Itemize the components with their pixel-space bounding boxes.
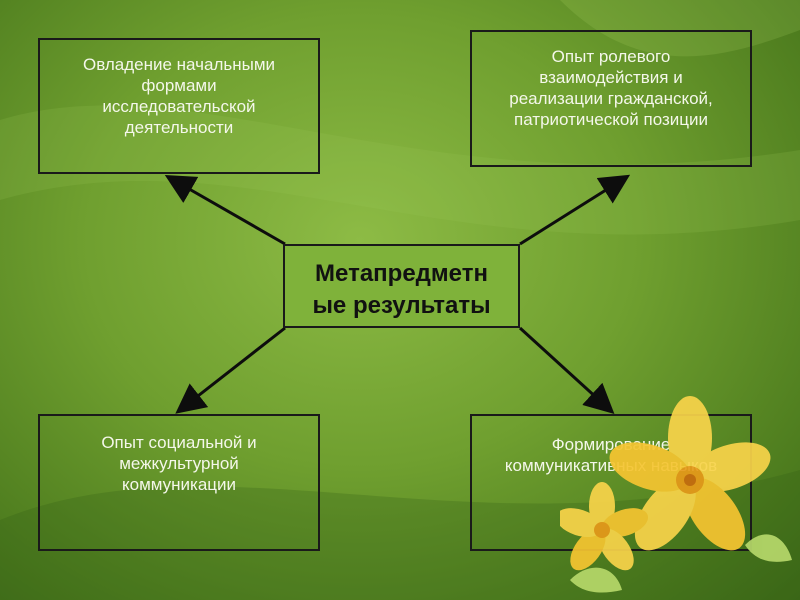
arrow-top-right [519,174,631,246]
center-box: Метапредметн ые результаты [283,244,520,328]
box-top-right: Опыт ролевого взаимодействия и реализаци… [470,30,752,167]
flower-decoration [560,396,792,593]
arrow-top-left [164,175,286,246]
arrow-bottom-right [518,326,615,415]
arrow-bottom-left [175,326,286,414]
box-top-left: Овладение начальными формами исследовате… [38,38,320,174]
box-bottom-left: Опыт социальной и межкультурной коммуник… [38,414,320,551]
